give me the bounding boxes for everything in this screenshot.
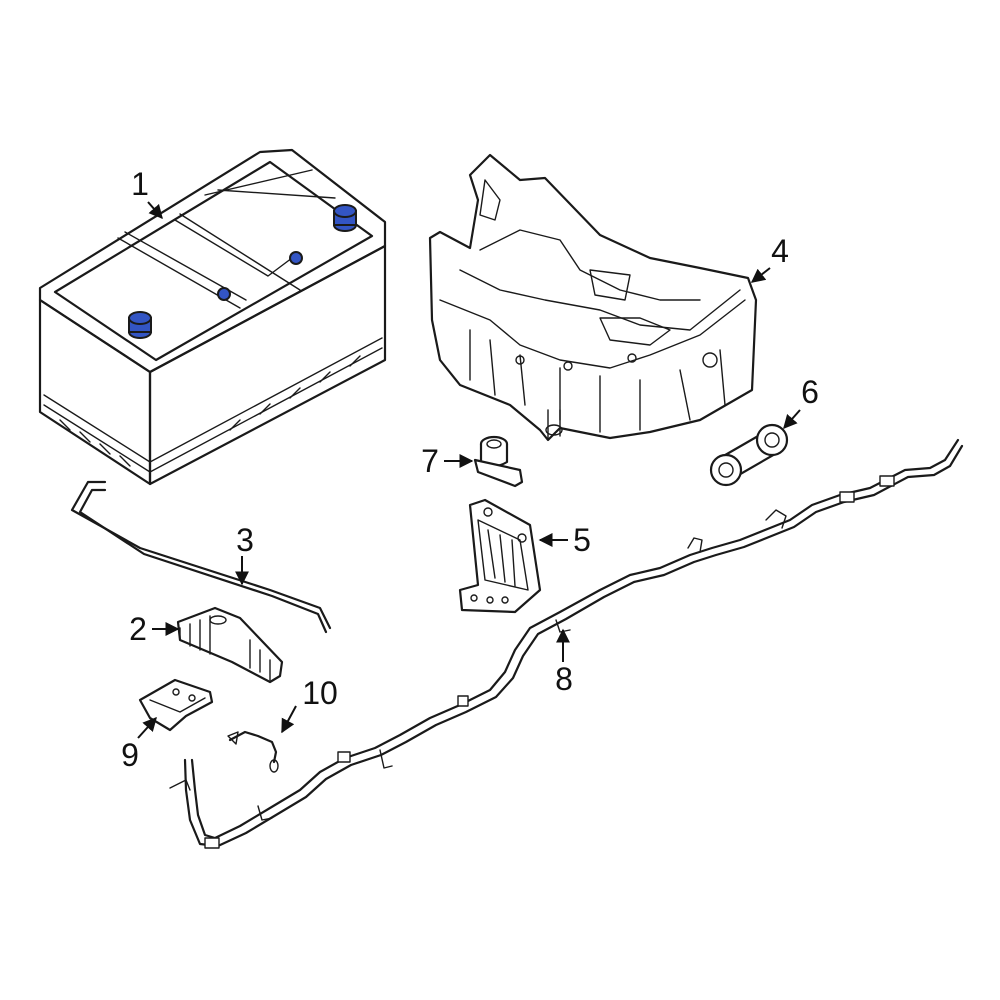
callout-5: 5 [573, 522, 591, 558]
callouts: 1 4 6 7 5 3 2 8 10 9 [121, 166, 819, 773]
callout-1: 1 [131, 166, 149, 202]
callout-2: 2 [129, 611, 147, 647]
leader-line-10 [281, 705, 297, 734]
bracket-part[interactable] [458, 498, 542, 614]
battery-tray-part[interactable] [428, 153, 758, 442]
callout-7: 7 [421, 443, 439, 479]
battery-part[interactable] [38, 148, 387, 486]
cable-harness-part[interactable] [169, 438, 964, 849]
callout-9: 9 [121, 737, 139, 773]
leader-line-6 [783, 409, 801, 430]
vent-tube-part[interactable] [70, 480, 332, 634]
callout-4: 4 [771, 233, 789, 269]
callout-3: 3 [236, 522, 254, 558]
leader-line-1 [147, 201, 163, 220]
leader-line-9 [137, 716, 157, 739]
callout-6: 6 [801, 374, 819, 410]
clamp-part[interactable] [473, 435, 524, 488]
leader-line-4 [750, 267, 771, 283]
callout-10: 10 [302, 675, 338, 711]
callout-8: 8 [555, 661, 573, 697]
grommet-part[interactable] [709, 423, 789, 487]
support-block-part[interactable] [176, 606, 284, 684]
ground-lead-part[interactable] [227, 730, 279, 773]
